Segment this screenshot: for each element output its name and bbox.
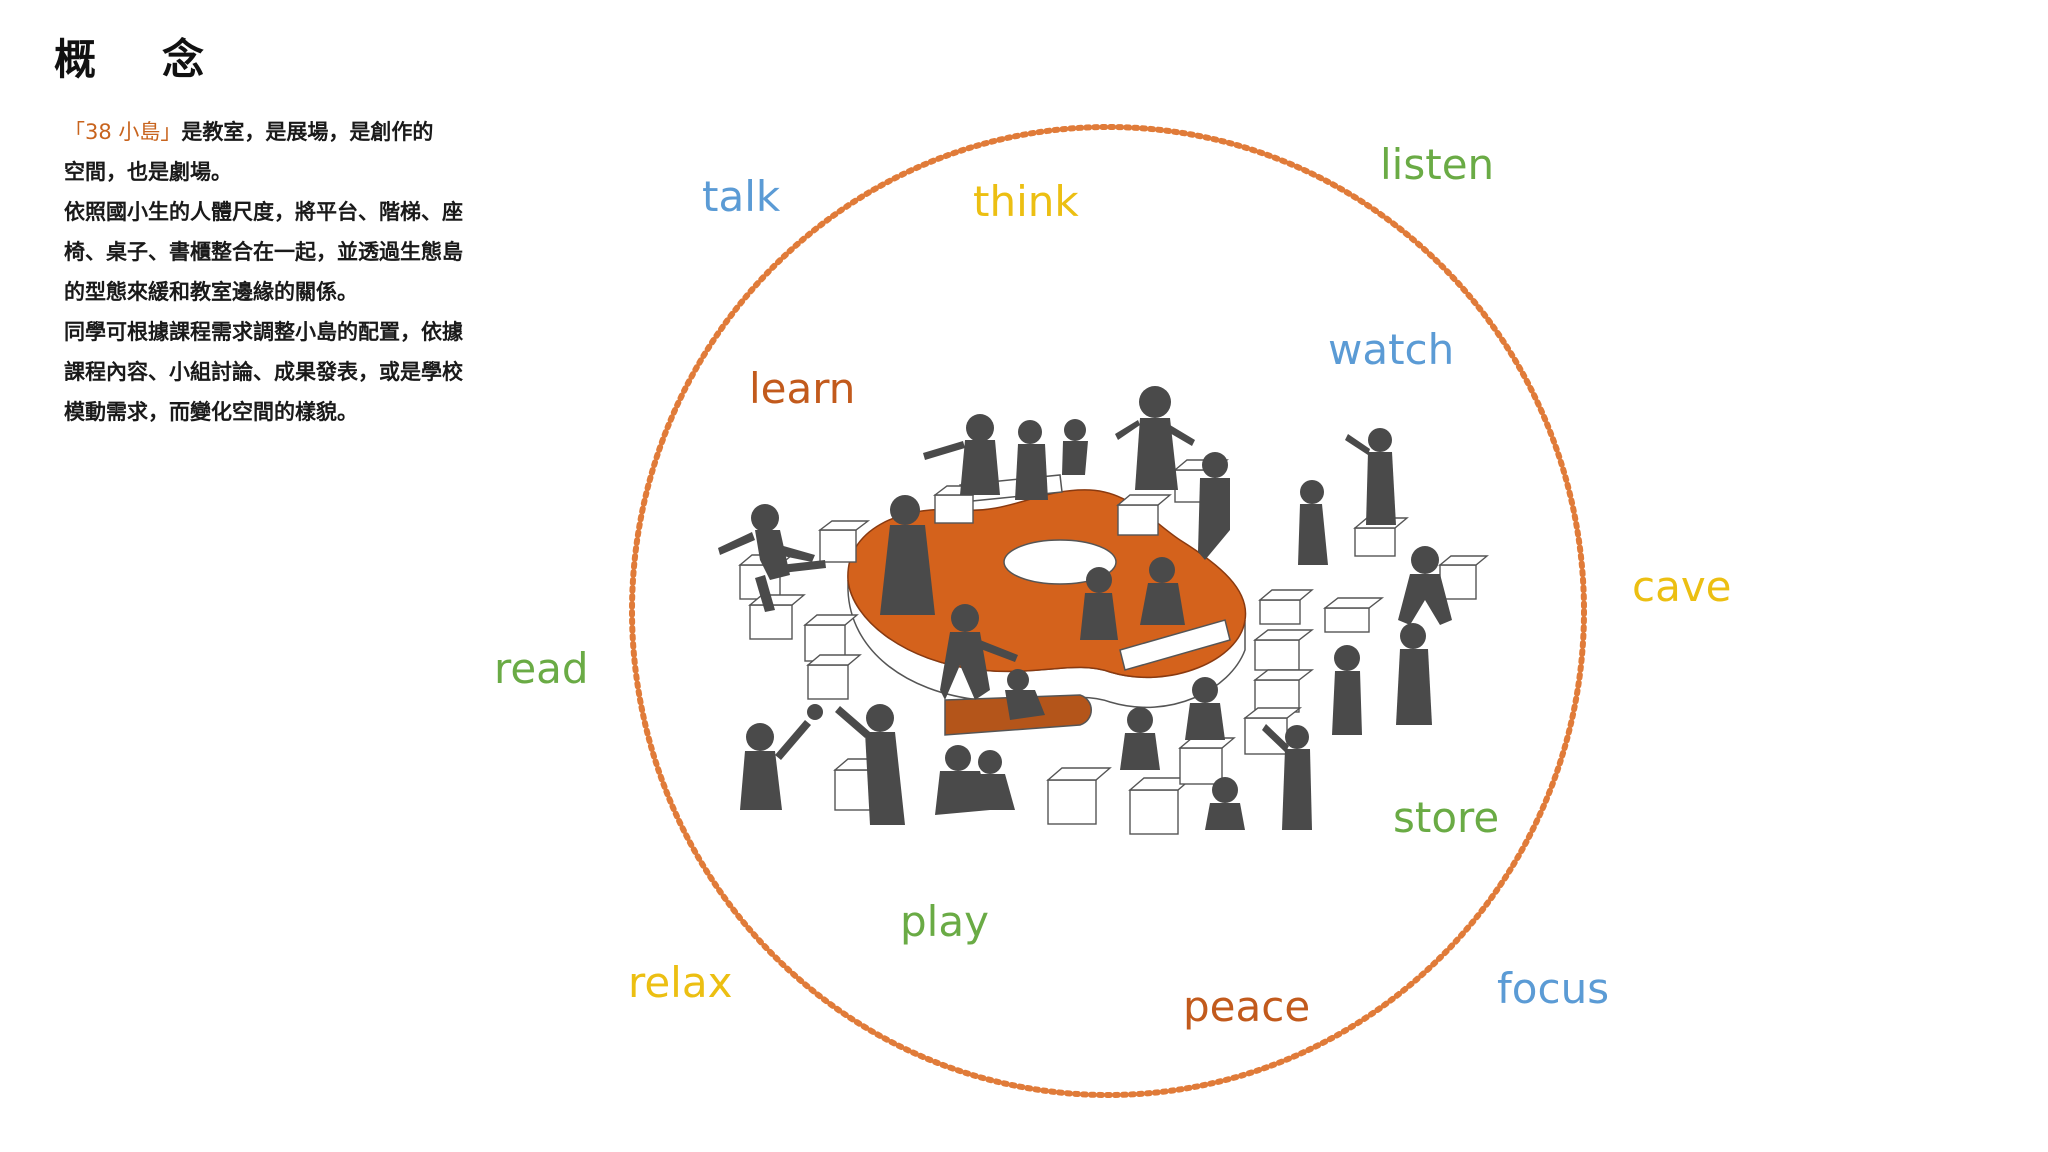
cubes: [738, 459, 1489, 835]
cube: [1128, 777, 1194, 835]
child-silhouette: [1005, 669, 1045, 720]
word-peace: peace: [1183, 982, 1311, 1031]
child-silhouette: [1115, 386, 1195, 490]
cube: [1258, 589, 1314, 625]
paragraph-line-5: 的型態來緩和教室邊緣的關係。: [64, 280, 358, 304]
paragraph-line-8: 模動需求，而變化空間的樣貌。: [64, 400, 358, 424]
paragraph-line-2: 空間，也是劇場。: [64, 160, 232, 184]
child-silhouette: [740, 704, 823, 810]
cube: [1046, 767, 1112, 825]
paragraph-line-6: 同學可根據課程需求調整小島的配置，依據: [64, 320, 463, 344]
page-title: 概念: [54, 26, 206, 87]
word-focus: focus: [1497, 964, 1610, 1013]
word-listen: listen: [1380, 140, 1495, 189]
island-bench: [1119, 619, 1231, 671]
word-learn: learn: [749, 364, 856, 413]
word-cave: cave: [1632, 562, 1732, 611]
child-silhouette: [718, 504, 826, 612]
paragraph-line-4: 椅、桌子、書櫃整合在一起，並透過生態島: [64, 240, 463, 264]
child-silhouette: [1015, 419, 1088, 500]
child-silhouette: [1185, 677, 1225, 740]
cube: [803, 614, 859, 662]
child-silhouette: [1332, 645, 1362, 735]
word-watch: watch: [1328, 325, 1455, 374]
child-silhouette: [1345, 428, 1396, 525]
cube: [748, 594, 806, 640]
cube: [1322, 597, 1385, 633]
child-silhouette: [1140, 557, 1185, 625]
dotted-ring: [629, 124, 1587, 1098]
word-talk: talk: [702, 172, 781, 221]
child-silhouette: [1080, 567, 1118, 640]
child-silhouette: [1120, 707, 1160, 770]
title-char-2: 念: [162, 35, 207, 84]
cube: [1116, 494, 1172, 536]
word-read: read: [494, 644, 589, 693]
paragraph-highlight: 「38 小島」: [64, 120, 182, 144]
child-silhouette: [940, 604, 1018, 700]
child-silhouette: [1398, 546, 1452, 625]
child-silhouette: [935, 745, 1015, 815]
paragraph-line-7: 課程內容、小組討論、成果發表，或是學校: [64, 360, 463, 384]
child-silhouette: [923, 414, 1000, 495]
children-silhouettes: [718, 386, 1452, 830]
word-play: play: [900, 897, 989, 946]
island-hole: [1003, 539, 1117, 585]
child-silhouette: [835, 704, 905, 825]
cube: [806, 654, 862, 700]
child-silhouette: [1298, 480, 1328, 565]
cube: [1252, 669, 1315, 713]
child-silhouette: [880, 495, 935, 615]
child-silhouette: [1198, 452, 1230, 560]
paragraph-line-1: 「38 小島」是教室，是展場，是創作的: [64, 120, 434, 144]
child-silhouette: [1262, 724, 1312, 830]
paragraph-line-3: 依照國小生的人體尺度，將平台、階梯、座: [64, 200, 463, 224]
cube: [1438, 555, 1489, 600]
child-silhouette: [1396, 623, 1432, 725]
island-illustration: [718, 386, 1489, 835]
word-think: think: [973, 177, 1079, 226]
cube: [817, 520, 871, 563]
description-paragraph: 「38 小島」是教室，是展場，是創作的 空間，也是劇場。 依照國小生的人體尺度，…: [64, 112, 504, 432]
cube: [1252, 629, 1315, 671]
child-silhouette: [1205, 777, 1245, 830]
title-char-1: 概: [54, 35, 99, 84]
cube: [1178, 737, 1236, 785]
word-store: store: [1393, 793, 1500, 842]
word-relax: relax: [628, 958, 733, 1007]
